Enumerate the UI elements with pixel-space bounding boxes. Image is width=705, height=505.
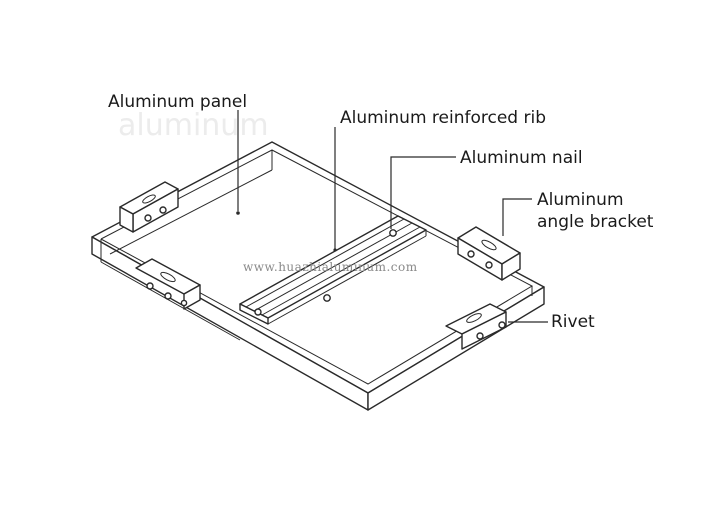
label-reinforced-rib: Aluminum reinforced rib: [340, 108, 546, 128]
nail-mid: [323, 294, 331, 302]
angle-bracket-top-left: [119, 181, 179, 233]
label-angle-bracket-line2: angle bracket: [537, 212, 654, 232]
rivet-icon: [476, 332, 484, 340]
reinforced-rib: [239, 215, 427, 325]
angle-bracket-bottom-right: [445, 303, 507, 350]
watermark-large: aluminum: [118, 108, 269, 143]
leader-lines: [237, 110, 548, 323]
label-rivet: Rivet: [551, 312, 595, 332]
angle-bracket-left: [135, 258, 201, 310]
nail-right: [389, 229, 397, 237]
angle-bracket-right: [457, 226, 521, 281]
label-aluminum-panel: Aluminum panel: [108, 92, 247, 112]
watermark-url: www.huazhialuminum.com: [243, 260, 418, 274]
label-aluminum-nail: Aluminum nail: [460, 148, 583, 168]
nail-left: [254, 308, 262, 316]
label-angle-bracket-line1: Aluminum: [537, 190, 624, 210]
